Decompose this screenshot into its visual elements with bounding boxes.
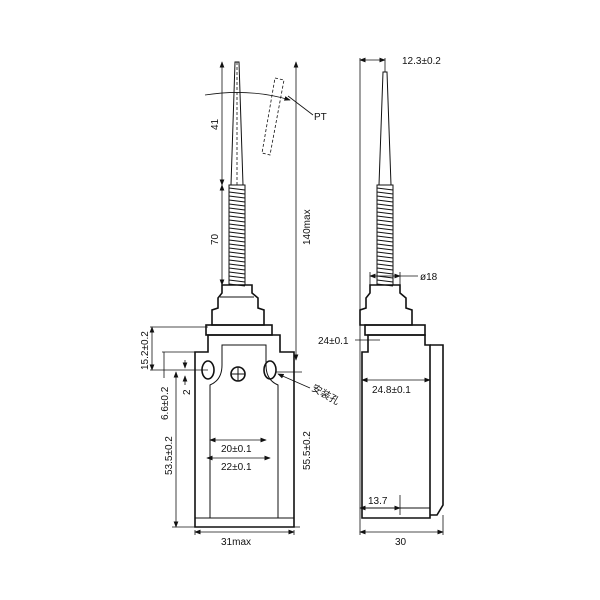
dim-overall-height: 140max (302, 209, 313, 245)
dim-tip-offset: 12.3±0.2 (402, 56, 441, 67)
dim-head-height: 24±0.1 (318, 336, 349, 347)
dim-outer-hole-width: 22±0.1 (221, 462, 252, 473)
side-view: 12.3±0.2 ø18 24±0.1 24.8±0.1 13.7 30 (318, 56, 444, 548)
flange (205, 324, 273, 336)
mount-hole-label: 安装孔 (310, 381, 342, 407)
dim-lever-upper: 41 (210, 118, 221, 130)
dim-diameter: ø18 (420, 272, 438, 283)
dim-body-depth: 24.8±0.1 (372, 385, 411, 396)
dim-hole-to-bottom: 53.5±0.2 (164, 436, 175, 475)
dim-body-height: 55.5±0.2 (302, 431, 313, 470)
dim-hole-slot: 2 (182, 389, 193, 395)
pt-label: PT (314, 112, 327, 123)
front-view: PT 41 70 140max 15.2±0.2 6.6±0.2 2 53.5±… (140, 61, 342, 548)
mount-hole-right (263, 360, 277, 380)
deflected-lever (261, 77, 285, 156)
dim-overall-depth: 30 (395, 537, 407, 548)
dim-spring: 70 (210, 233, 221, 245)
dim-top-to-hole: 15.2±0.2 (140, 331, 151, 370)
dim-hole-offset: 6.6±0.2 (160, 386, 171, 420)
spring (228, 184, 246, 287)
dim-base-offset: 13.7 (368, 496, 388, 507)
dim-body-width: 31max (221, 537, 251, 548)
dim-inner-width: 20±0.1 (221, 444, 252, 455)
actuator-head (211, 284, 265, 326)
